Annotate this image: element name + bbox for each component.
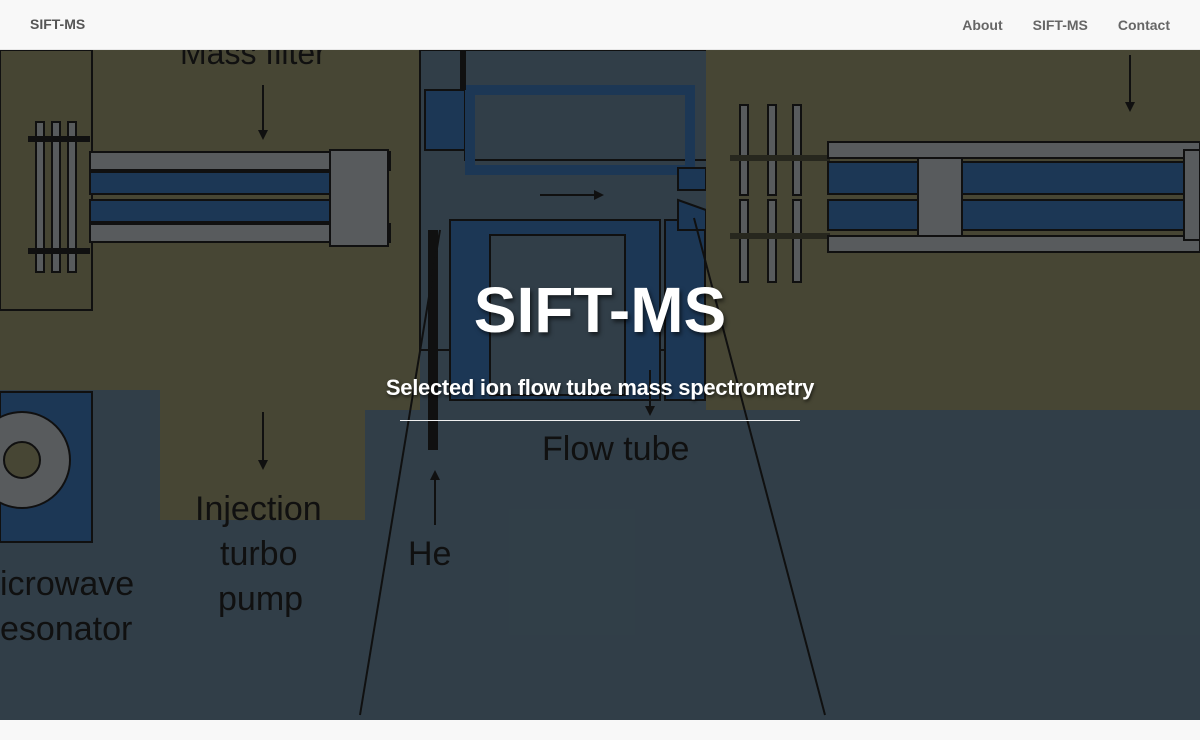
- hero-divider: [400, 420, 800, 421]
- page-bottom-strip: [0, 720, 1200, 740]
- hero-section: Mass filter Injection turbo pump icrowav…: [0, 50, 1200, 720]
- label-resonator: esonator: [0, 610, 132, 648]
- label-microwave: icrowave: [0, 565, 134, 603]
- nav-link-sift-ms[interactable]: SIFT-MS: [1032, 17, 1088, 33]
- label-flow-tube: Flow tube: [542, 430, 689, 468]
- label-mass-filter: Mass filter: [180, 50, 326, 71]
- label-pump: pump: [218, 580, 303, 618]
- sift-ms-diagram-background: Mass filter Injection turbo pump icrowav…: [0, 50, 1200, 720]
- label-injection: Injection: [195, 490, 322, 528]
- hero-subtitle: Selected ion flow tube mass spectrometry: [385, 375, 815, 400]
- brand-link[interactable]: SIFT-MS: [30, 16, 86, 32]
- nav-link-about[interactable]: About: [962, 17, 1003, 33]
- nav-links: About SIFT-MS Contact: [932, 0, 1170, 50]
- label-turbo: turbo: [220, 535, 298, 573]
- nav-link-contact[interactable]: Contact: [1117, 17, 1170, 33]
- hero-text-block: SIFT-MS Selected ion flow tube mass spec…: [0, 50, 1200, 720]
- label-he: He: [408, 535, 451, 573]
- top-navbar: SIFT-MS About SIFT-MS Contact: [0, 0, 1200, 50]
- hero-title: SIFT-MS: [473, 274, 727, 346]
